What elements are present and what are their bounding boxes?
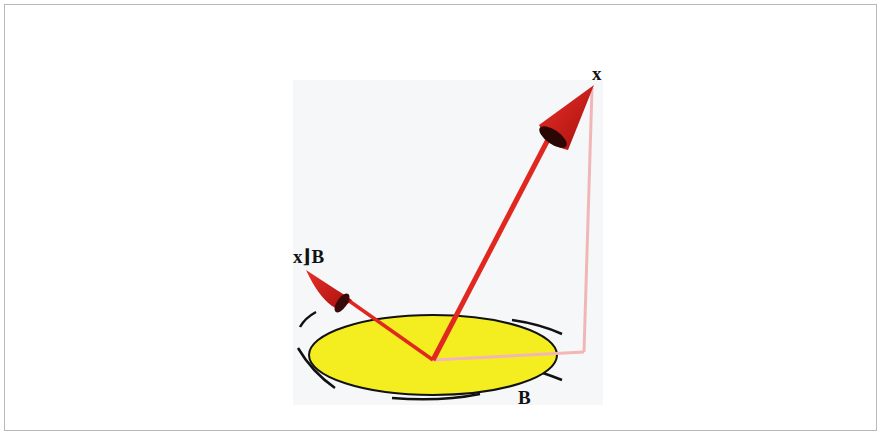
contraction-shaft	[338, 293, 433, 360]
frame	[5, 5, 877, 431]
vector-head-base	[536, 122, 570, 152]
contraction-head-base	[332, 291, 353, 315]
vector-shaft	[433, 130, 553, 360]
picture-ground	[293, 80, 603, 405]
vector-label: x	[592, 64, 602, 83]
blade-label: B	[518, 388, 531, 407]
contraction-label: x⌋B	[293, 247, 324, 266]
